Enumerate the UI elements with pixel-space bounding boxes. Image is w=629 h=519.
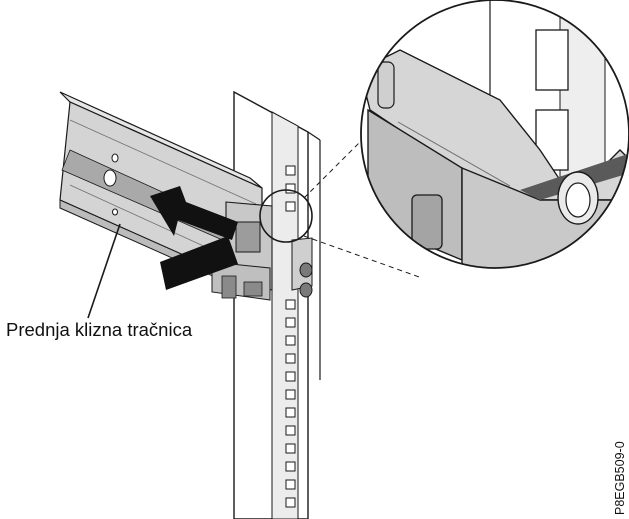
rack-post: [233, 90, 321, 519]
upper-arrow-icon: [150, 186, 238, 240]
detail-highlight-circle: [259, 189, 313, 243]
magnified-detail-view: [360, 0, 629, 269]
callout-label: Prednja klizna tračnica: [6, 319, 193, 340]
label-leader-line: [87, 223, 121, 319]
zoom-connector-lines: [303, 139, 423, 279]
rack-post-holes: [285, 165, 296, 508]
lower-arrow-icon: [160, 236, 238, 290]
push-direction-arrows: [150, 186, 238, 290]
figure-code: P8EGB509-0: [613, 441, 627, 515]
